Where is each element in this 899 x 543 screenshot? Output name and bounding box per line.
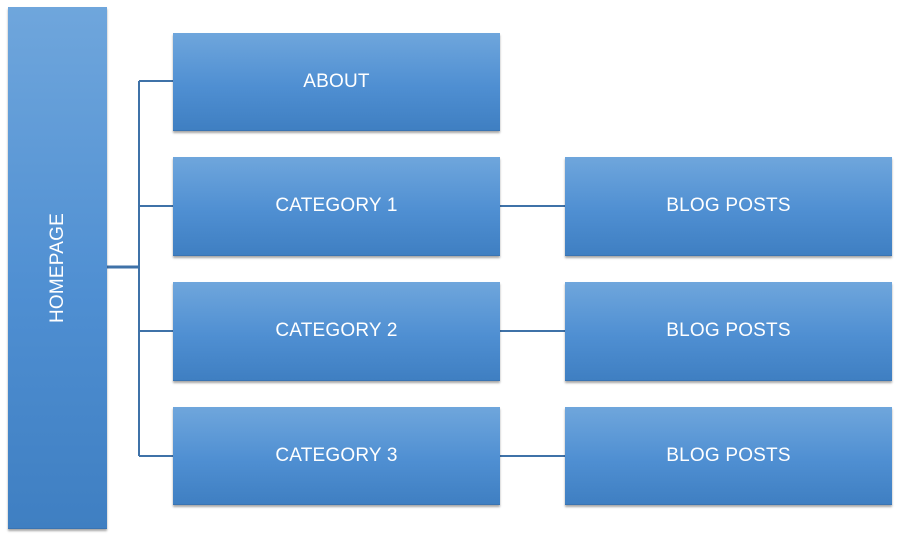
category-1-blog-posts-node[interactable]: BLOG POSTS [565, 157, 892, 256]
homepage-label: HOMEPAGE [46, 212, 68, 323]
category-2-blog-posts-node[interactable]: BLOG POSTS [565, 282, 892, 381]
about-node[interactable]: ABOUT [173, 33, 500, 131]
category-1-blog-posts-label: BLOG POSTS [666, 195, 791, 216]
category-3-blog-posts-label: BLOG POSTS [666, 444, 791, 466]
category-1-node[interactable]: CATEGORY 1 [173, 157, 500, 256]
category-1-label: CATEGORY 1 [275, 195, 398, 216]
homepage-node[interactable]: HOMEPAGE [8, 7, 107, 529]
category-2-blog-posts-label: BLOG POSTS [666, 320, 791, 341]
category-2-label: CATEGORY 2 [275, 320, 398, 341]
category-2-node[interactable]: CATEGORY 2 [173, 282, 500, 381]
about-label: ABOUT [303, 70, 370, 92]
category-3-label: CATEGORY 3 [275, 444, 398, 466]
category-3-node[interactable]: CATEGORY 3 [173, 407, 500, 505]
category-3-blog-posts-node[interactable]: BLOG POSTS [565, 407, 892, 505]
